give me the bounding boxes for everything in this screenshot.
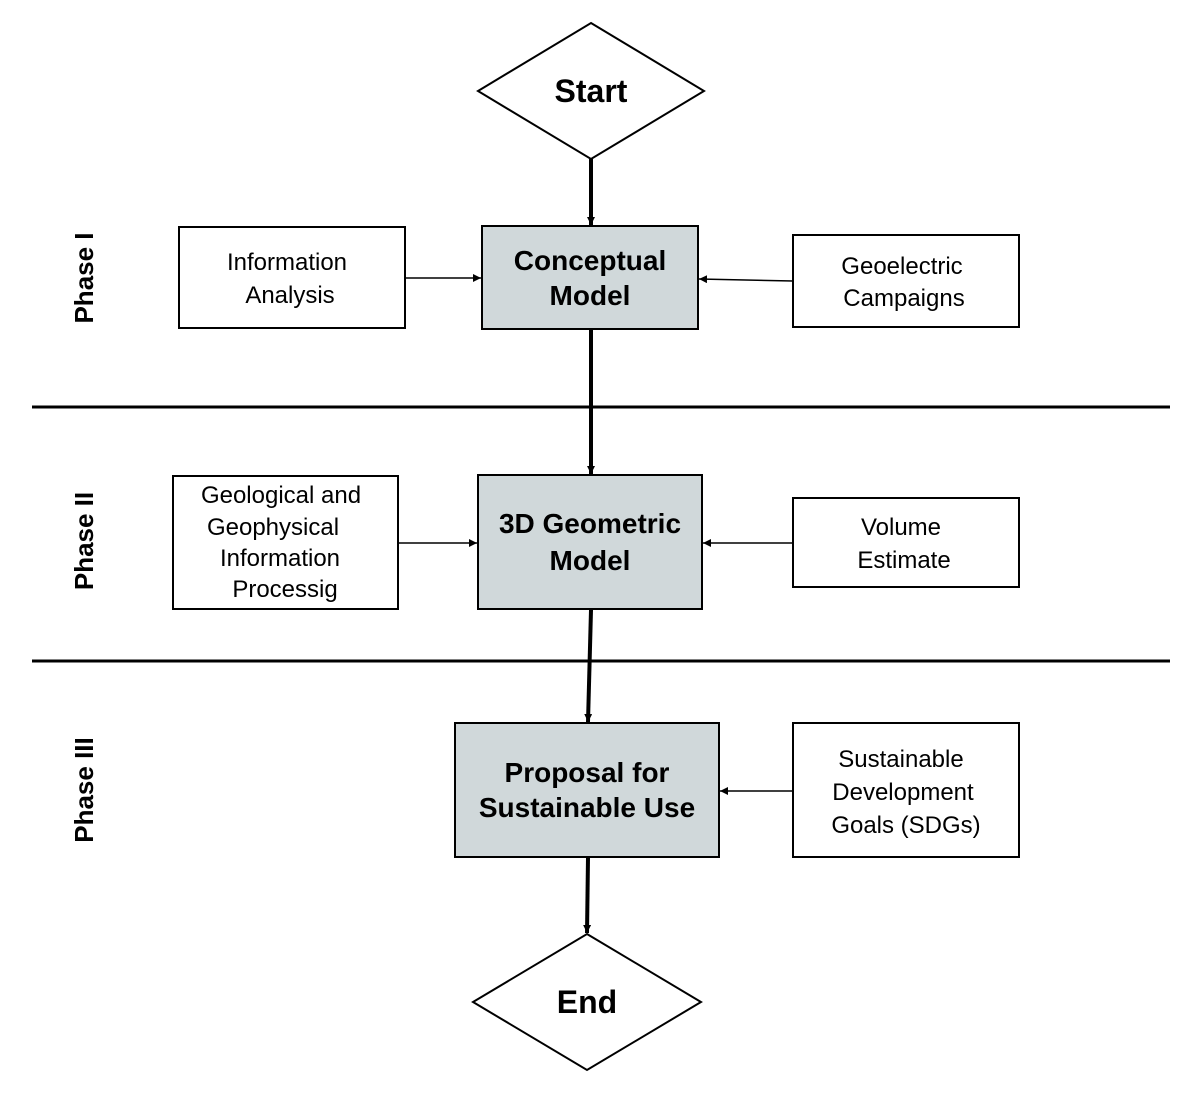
geological-processing-box [172,475,399,610]
geological-processing-line-2: Geophysical [207,514,339,541]
start-label: Start [555,73,628,109]
phase-label-3: Phase III [69,737,99,843]
end-node: End [471,932,703,1072]
conceptual-model-line-1: Conceptual [514,245,666,276]
start-node: Start [476,21,706,161]
volume-estimate-node: Volume Estimate [792,497,1020,588]
proposal-line-1: Proposal for [505,757,670,788]
geological-processing-line-3: Information [220,545,340,572]
information-analysis-line-2: Analysis [245,282,334,309]
geoelectric-campaigns-box [792,234,1020,328]
phase-label-1: Phase I [69,232,99,323]
information-analysis-node: Information Analysis [178,226,406,329]
conceptual-model-line-2: Model [550,280,631,311]
conceptual-model-node: Conceptual Model [481,225,699,330]
geoelectric-campaigns-node: Geoelectric Campaigns [792,234,1020,328]
geoelectric-campaigns-line-2: Campaigns [843,285,964,312]
sdgs-line-2: Development [832,779,974,806]
geological-processing-line-1: Geological and [201,482,361,509]
phase-label-2: Phase II [69,492,99,590]
proposal-node: Proposal for Sustainable Use [454,722,720,858]
arrow-geoelectric-to-conceptual [698,275,794,284]
geometric-model-box [477,474,703,610]
sdgs-box [792,722,1020,858]
geological-processing-node: Geological and Geophysical Information P… [172,475,399,610]
arrow-proposal-to-end [583,857,592,934]
arrow-geometric-to-proposal [584,609,593,723]
end-diamond [471,932,703,1072]
information-analysis-box [178,226,406,329]
proposal-line-2: Sustainable Use [479,792,695,823]
information-analysis-line-1: Information [227,249,347,276]
sdgs-line-3: Goals (SDGs) [831,812,980,839]
sdgs-node: Sustainable Development Goals (SDGs) [792,722,1020,858]
proposal-box [454,722,720,858]
sdgs-line-1: Sustainable [838,746,963,773]
geometric-model-line-1: 3D Geometric [499,508,681,539]
volume-estimate-box [792,497,1020,588]
conceptual-model-box [481,225,699,330]
geometric-model-node: 3D Geometric Model [477,474,703,610]
volume-estimate-line-2: Estimate [857,547,950,574]
geoelectric-campaigns-line-1: Geoelectric [841,253,962,280]
volume-estimate-line-1: Volume [861,514,941,541]
geological-processing-line-4: Processig [232,576,337,603]
end-label: End [557,984,617,1020]
geometric-model-line-2: Model [550,545,631,576]
